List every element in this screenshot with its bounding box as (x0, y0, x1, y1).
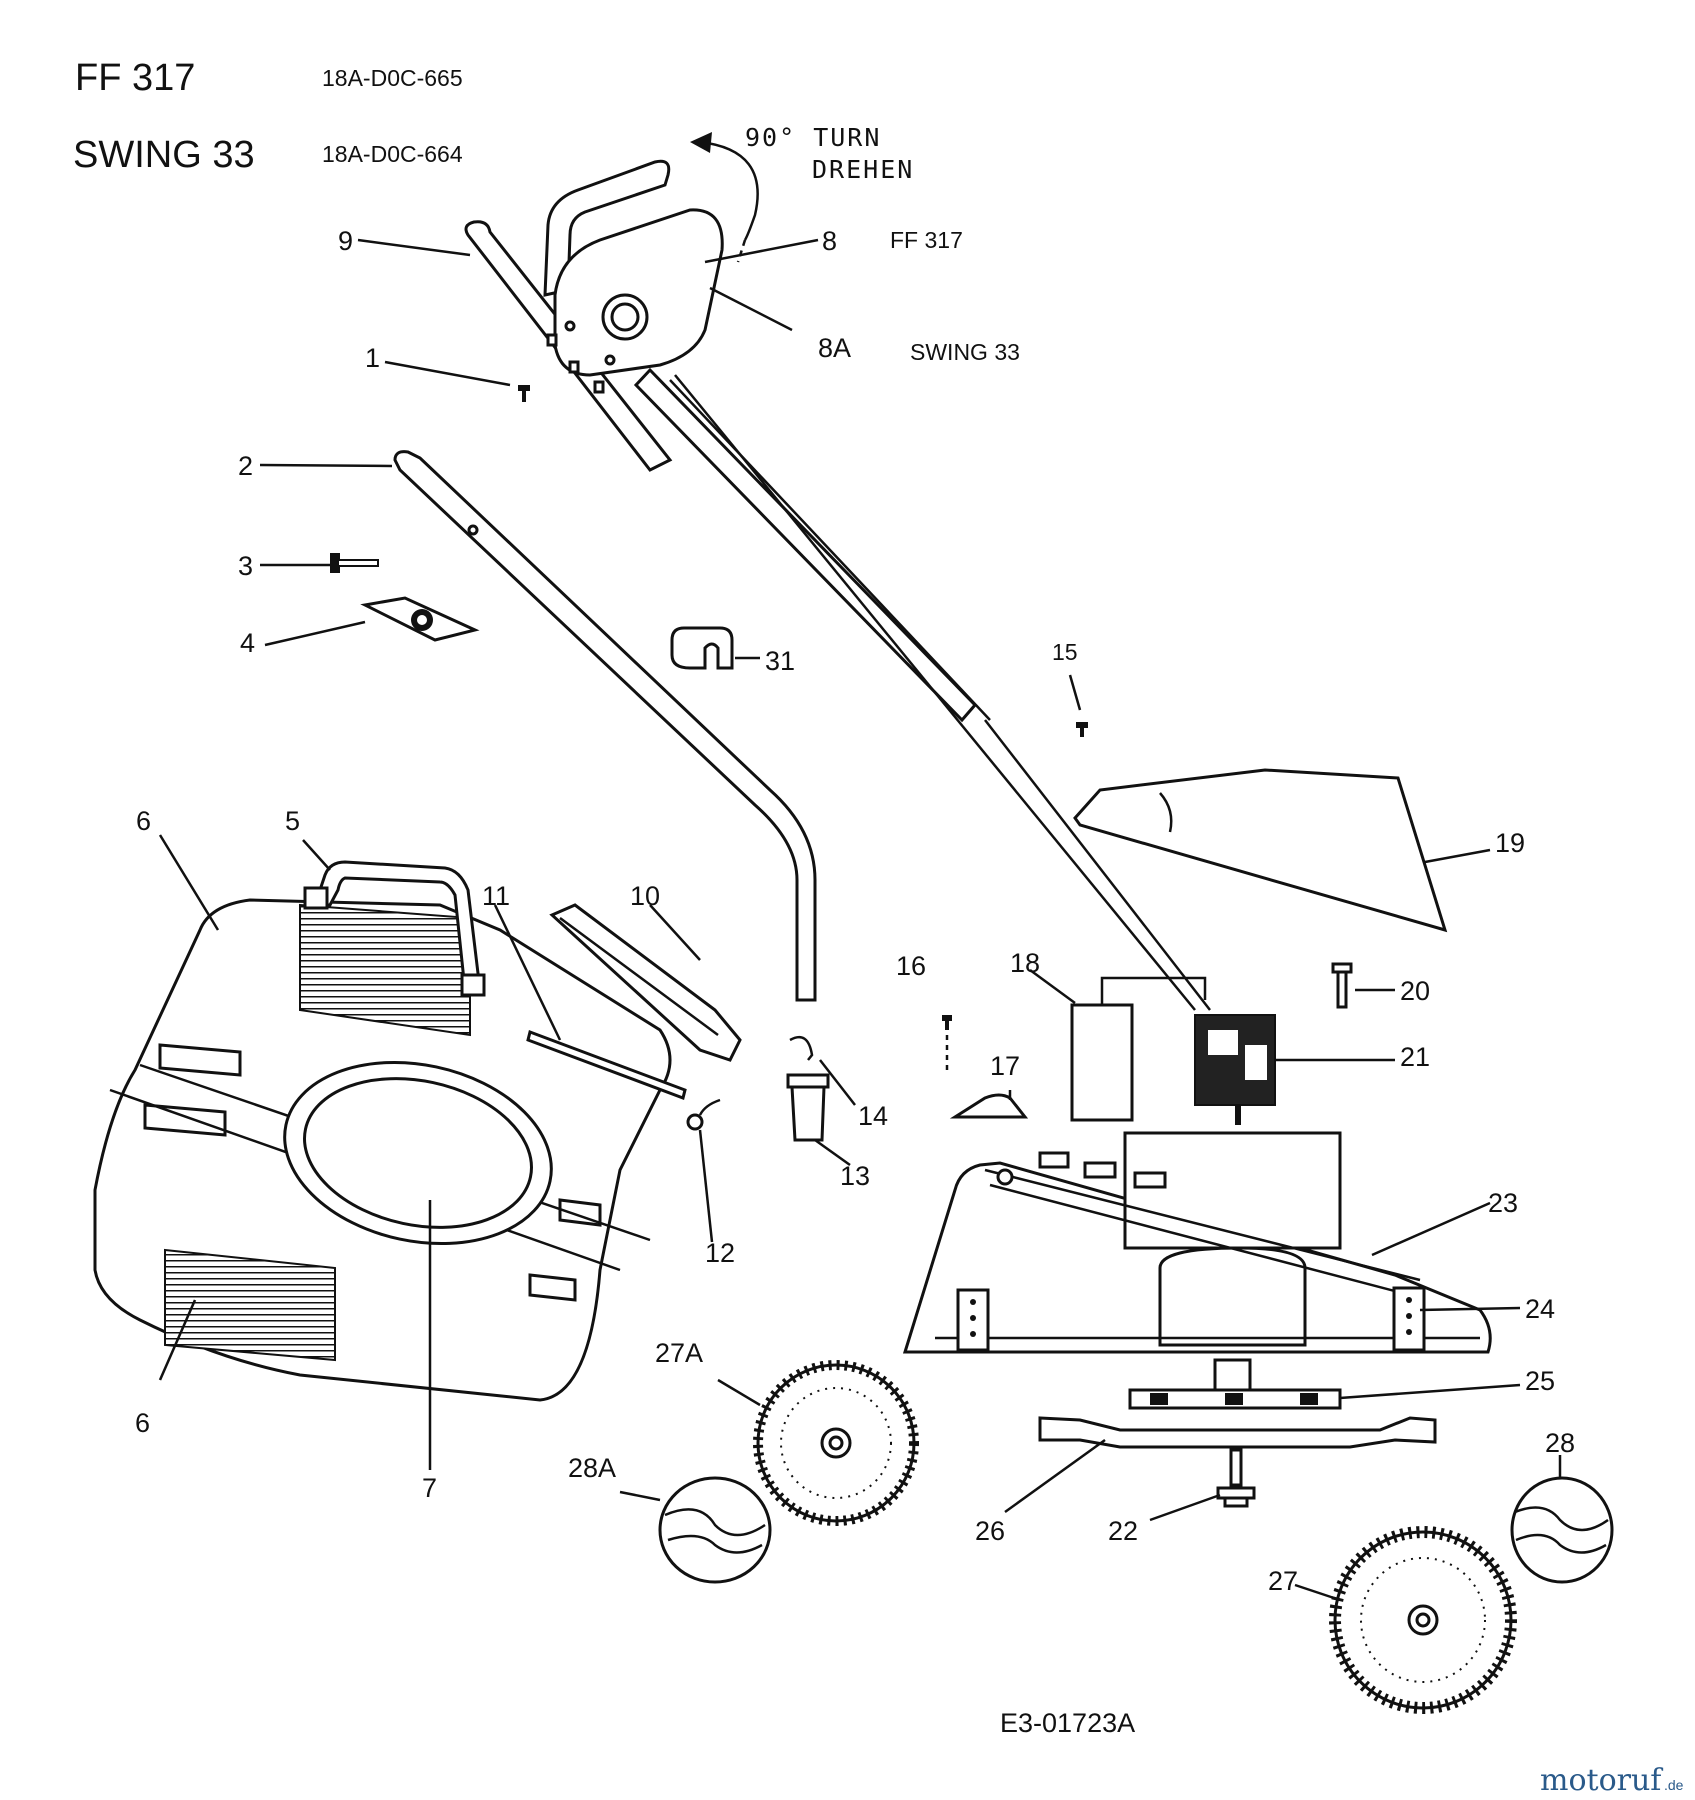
clip-part-17 (949, 1093, 1029, 1119)
label-part-10: 10 (630, 881, 660, 911)
blade-part-26 (1038, 1416, 1437, 1449)
turn-annotation: 90° TURN DREHEN (690, 123, 914, 263)
label-part-1: 1 (365, 343, 380, 373)
watermark-brand: motoruf (1540, 1763, 1663, 1798)
code-ff317: 18A-D0C-665 (322, 65, 463, 91)
mower-deck (902, 1131, 1492, 1354)
label-part-7: 7 (422, 1473, 437, 1503)
label-part-8a: 8A (818, 333, 851, 363)
wheel-part-27a (753, 1360, 919, 1526)
model-swing33: SWING 33 (73, 134, 255, 176)
label-part-22: 22 (1108, 1516, 1138, 1546)
code-swing33: 18A-D0C-664 (322, 141, 463, 167)
label-part-27a: 27A (655, 1338, 703, 1368)
model-ff317: FF 317 (75, 57, 195, 99)
label-part-12: 12 (705, 1238, 735, 1268)
hubcap-part-28a (658, 1476, 772, 1584)
label-part-9: 9 (338, 226, 353, 256)
label-part-31: 31 (765, 646, 795, 676)
turn-arrow-icon (690, 132, 712, 153)
label-part-20: 20 (1400, 976, 1430, 1006)
grass-box (93, 860, 672, 1402)
label-part-15: 15 (1052, 639, 1078, 665)
label-swing33-variant: SWING 33 (910, 339, 1020, 365)
label-part-11: 11 (482, 881, 510, 911)
label-part-8: 8 (822, 226, 837, 256)
drawing-number: E3-01723A (1000, 1708, 1135, 1738)
bolt-part-22 (1216, 1448, 1256, 1508)
bolt-part-3 (330, 553, 379, 573)
screw-part-1 (518, 385, 530, 402)
label-part-23: 23 (1488, 1188, 1518, 1218)
screw-part-20 (1331, 962, 1353, 1009)
label-part-25: 25 (1525, 1366, 1555, 1396)
switch-part-21 (1194, 1014, 1276, 1125)
label-part-5: 5 (285, 806, 300, 836)
label-part-6-top: 6 (136, 806, 151, 836)
label-part-6-bottom: 6 (135, 1408, 150, 1438)
long-handle-tube (633, 367, 1211, 1011)
upper-handle (464, 159, 724, 472)
label-part-2: 2 (238, 451, 253, 481)
lower-handle-tube (393, 450, 817, 1002)
label-part-13: 13 (840, 1161, 870, 1191)
wheel-part-27 (1329, 1526, 1517, 1714)
handle-foot-part-13 (786, 1035, 830, 1142)
spring-part-12 (686, 1098, 721, 1131)
label-part-3: 3 (238, 551, 253, 581)
label-part-28a: 28A (568, 1453, 616, 1483)
watermark-logo: motoruf .de (1540, 1763, 1684, 1798)
label-part-26: 26 (975, 1516, 1005, 1546)
label-part-19: 19 (1495, 828, 1525, 858)
screw-part-15 (1076, 722, 1088, 737)
turn-label: 90° TURN (745, 123, 881, 152)
label-part-4: 4 (240, 628, 255, 658)
cover-part-19 (1073, 768, 1448, 933)
label-part-24: 24 (1525, 1294, 1555, 1324)
clip-part-31 (670, 626, 734, 670)
leader-lines (158, 238, 1562, 1602)
hubcap-part-28 (1510, 1476, 1614, 1584)
capacitor-part-18 (1070, 976, 1207, 1122)
fan-part-25 (1128, 1358, 1342, 1410)
label-part-18: 18 (1010, 948, 1040, 978)
label-part-27: 27 (1268, 1566, 1298, 1596)
screw-part-16 (942, 1015, 952, 1070)
label-ff317-variant: FF 317 (890, 227, 963, 253)
label-part-14: 14 (858, 1101, 888, 1131)
label-part-28: 28 (1545, 1428, 1575, 1458)
rod-part-11 (526, 1030, 687, 1100)
label-part-16: 16 (896, 951, 926, 981)
watermark-suffix: .de (1664, 1777, 1684, 1793)
label-part-21: 21 (1400, 1042, 1430, 1072)
turn-label-de: DREHEN (812, 155, 914, 184)
label-part-17: 17 (990, 1051, 1020, 1081)
knob-part-4 (360, 596, 480, 642)
